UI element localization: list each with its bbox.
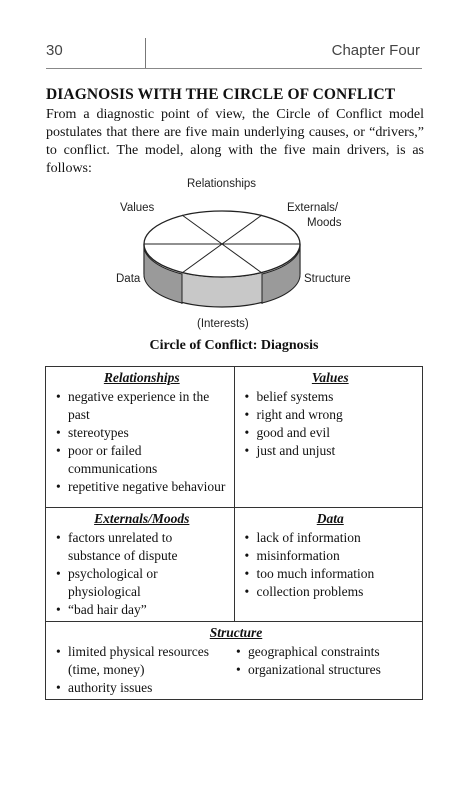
list-item: repetitive negative behaviour bbox=[56, 478, 228, 496]
label-values: Values bbox=[120, 202, 155, 214]
list-item: organizational structures bbox=[236, 661, 416, 679]
list-item: too much information bbox=[245, 565, 417, 583]
spoke bbox=[221, 243, 263, 274]
section-heading: DIAGNOSIS WITH THE CIRCLE OF CONFLICT bbox=[46, 86, 396, 103]
list-item: poor or failed communications bbox=[56, 442, 228, 478]
structure-left-list: limited physical resources (time, money)… bbox=[56, 643, 236, 697]
table-row: Externals/Moods factors unrelated to sub… bbox=[45, 507, 423, 622]
label-interests: (Interests) bbox=[197, 318, 249, 330]
cell-data: Data lack of information misinformation … bbox=[233, 507, 423, 622]
page-header: 30 Chapter Four bbox=[46, 38, 422, 69]
label-externals-line1: Externals/ bbox=[287, 202, 339, 214]
relationships-list: negative experience in the past stereoty… bbox=[56, 388, 228, 496]
list-item: right and wrong bbox=[245, 406, 417, 424]
values-list: belief systems right and wrong good and … bbox=[245, 388, 417, 460]
cell-values: Values belief systems right and wrong go… bbox=[233, 366, 423, 508]
cell-title-relationships: Relationships bbox=[103, 370, 180, 385]
list-item: “bad hair day” bbox=[56, 601, 228, 619]
label-data: Data bbox=[116, 273, 141, 285]
label-structure: Structure bbox=[304, 273, 351, 285]
cell-title-values: Values bbox=[311, 370, 349, 385]
structure-right-column: geographical constraints organizational … bbox=[236, 643, 416, 697]
cell-title-structure: Structure bbox=[209, 625, 263, 640]
circle-diagram-graphic bbox=[143, 210, 301, 308]
cell-title-externals: Externals/Moods bbox=[94, 511, 190, 526]
list-item: belief systems bbox=[245, 388, 417, 406]
list-item: geographical constraints bbox=[236, 643, 416, 661]
diagnosis-table: Relationships negative experience in the… bbox=[45, 366, 423, 700]
cell-structure: Structure limited physical resources (ti… bbox=[45, 621, 423, 700]
list-item: negative experience in the past bbox=[56, 388, 228, 424]
list-item: collection problems bbox=[245, 583, 417, 601]
table-row: Relationships negative experience in the… bbox=[45, 366, 423, 508]
chapter-title: Chapter Four bbox=[331, 42, 420, 59]
list-item: lack of information bbox=[245, 529, 417, 547]
label-externals-line2: Moods bbox=[307, 217, 342, 229]
spoke bbox=[181, 214, 223, 245]
list-item: stereotypes bbox=[56, 424, 228, 442]
data-list: lack of information misinformation too m… bbox=[245, 529, 417, 601]
intro-paragraph: From a diagnostic point of view, the Cir… bbox=[46, 107, 424, 176]
circle-of-conflict-diagram: Relationships Values Externals/ Moods Da… bbox=[110, 176, 370, 336]
structure-left-column: limited physical resources (time, money)… bbox=[56, 643, 236, 697]
cell-relationships: Relationships negative experience in the… bbox=[45, 366, 235, 508]
structure-right-list: geographical constraints organizational … bbox=[236, 643, 416, 679]
table-row: Structure limited physical resources (ti… bbox=[45, 621, 423, 700]
list-item: psychological or physiological bbox=[56, 565, 228, 601]
list-item: authority issues bbox=[56, 679, 236, 697]
label-relationships: Relationships bbox=[187, 178, 257, 190]
figure-caption: Circle of Conflict: Diagnosis bbox=[149, 338, 319, 353]
header-divider bbox=[145, 38, 146, 68]
list-item: just and unjust bbox=[245, 442, 417, 460]
page-number: 30 bbox=[46, 42, 63, 59]
list-item: factors unrelated to substance of disput… bbox=[56, 529, 228, 565]
list-item: misinformation bbox=[245, 547, 417, 565]
externals-list: factors unrelated to substance of disput… bbox=[56, 529, 228, 619]
spoke bbox=[181, 243, 223, 274]
list-item: limited physical resources (time, money) bbox=[56, 643, 236, 679]
list-item: good and evil bbox=[245, 424, 417, 442]
spoke bbox=[221, 214, 263, 245]
structure-columns: limited physical resources (time, money)… bbox=[56, 643, 416, 697]
cell-title-data: Data bbox=[316, 511, 344, 526]
cell-externals: Externals/Moods factors unrelated to sub… bbox=[45, 507, 235, 622]
